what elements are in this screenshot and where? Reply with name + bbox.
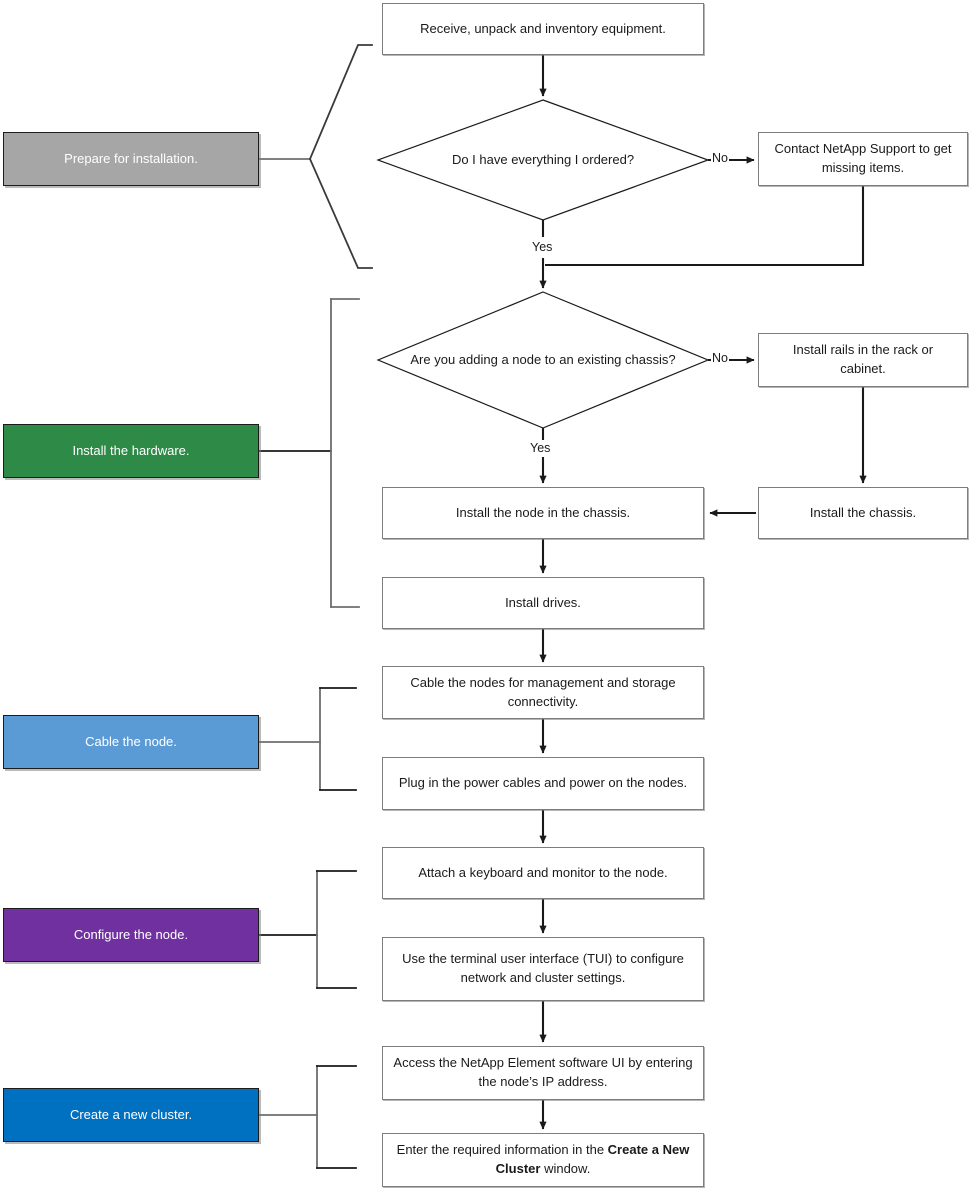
step-label: Contact NetApp Support to get missing it… [774, 141, 952, 175]
step-plug-in-power-cables[interactable]: Plug in the power cables and power on th… [382, 757, 704, 810]
step-install-drives[interactable]: Install drives. [382, 577, 704, 629]
phase-configure-the-node[interactable]: Configure the node. [3, 908, 259, 962]
step-label: Attach a keyboard and monitor to the nod… [418, 864, 668, 880]
step-receive-unpack-inventory[interactable]: Receive, unpack and inventory equipment. [382, 3, 704, 55]
bracket-prepare [258, 44, 373, 269]
step-enter-required-information[interactable]: Enter the required information in the Cr… [382, 1133, 704, 1187]
step-label: Install rails in the rack or cabinet. [792, 342, 934, 376]
phase-cable-the-node[interactable]: Cable the node. [3, 715, 259, 769]
step-label-suffix: window. [540, 1161, 591, 1176]
step-label: Plug in the power cables and power on th… [398, 775, 688, 791]
phase-install-the-hardware[interactable]: Install the hardware. [3, 424, 259, 478]
step-label: Install the node in the chassis. [455, 504, 631, 520]
bracket-create-cluster [258, 1065, 357, 1169]
step-label: Receive, unpack and inventory equipment. [420, 20, 666, 36]
bracket-configure-node [258, 870, 357, 989]
step-label-bold: Create a New Cluster [495, 1142, 690, 1176]
decision-shapes [376, 99, 710, 429]
step-install-rails[interactable]: Install rails in the rack or cabinet. [758, 333, 968, 387]
phase-label: Create a new cluster. [69, 1106, 193, 1122]
step-label: Cable the nodes for management and stora… [410, 674, 676, 709]
step-label: Access the NetApp Element software UI by… [393, 1055, 693, 1089]
phase-label: Prepare for installation. [64, 150, 198, 166]
step-use-terminal-user-interface[interactable]: Use the terminal user interface (TUI) to… [382, 937, 704, 1001]
step-contact-netapp-support[interactable]: Contact NetApp Support to get missing it… [758, 132, 968, 186]
step-label-rich: Enter the required information in the Cr… [393, 1141, 693, 1179]
step-label: Install the chassis. [809, 504, 917, 520]
step-label: Use the terminal user interface (TUI) to… [402, 951, 684, 985]
bracket-cable-node [258, 687, 357, 791]
phase-label: Cable the node. [85, 733, 177, 749]
step-install-the-chassis[interactable]: Install the chassis. [758, 487, 968, 539]
decision-have-everything-shape [376, 99, 710, 221]
step-label: Install drives. [505, 594, 581, 610]
decision-label-text: Do I have everything I ordered? [451, 151, 635, 167]
decision-adding-node-shape [376, 291, 710, 429]
edge-label-no-1: No [711, 151, 729, 165]
step-cable-the-nodes[interactable]: Cable the nodes for management and stora… [382, 666, 704, 719]
step-attach-keyboard-monitor[interactable]: Attach a keyboard and monitor to the nod… [382, 847, 704, 899]
edge-label-yes-1: Yes [531, 240, 554, 254]
edge-label-yes-2: Yes [529, 441, 552, 455]
edge-label-no-2: No [711, 351, 729, 365]
decision-label-text: Are you adding a node to an existing cha… [410, 351, 676, 367]
bracket-install-hardware [258, 298, 360, 608]
phase-brackets [258, 44, 373, 1169]
phase-prepare-for-installation[interactable]: Prepare for installation. [3, 132, 259, 186]
step-install-node-in-chassis[interactable]: Install the node in the chassis. [382, 487, 704, 539]
decision-have-everything[interactable]: Do I have everything I ordered? [413, 130, 673, 190]
step-access-element-software-ui[interactable]: Access the NetApp Element software UI by… [382, 1046, 704, 1100]
phase-label: Configure the node. [73, 926, 189, 942]
phase-create-a-new-cluster[interactable]: Create a new cluster. [3, 1088, 259, 1142]
step-label-prefix: Enter the required information in the [396, 1142, 608, 1158]
edge-contact-return [545, 186, 865, 267]
decision-adding-node-existing-chassis[interactable]: Are you adding a node to an existing cha… [408, 328, 678, 392]
phase-label: Install the hardware. [72, 442, 190, 458]
